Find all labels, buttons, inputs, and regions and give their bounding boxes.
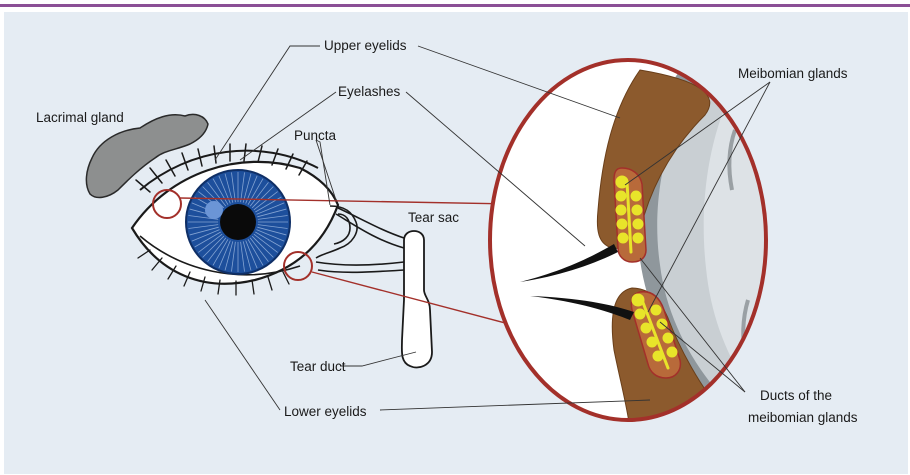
label-tear-sac: Tear sac: [408, 210, 459, 225]
tear-canal-lower: [316, 262, 404, 272]
tear-canal-upper: [336, 208, 404, 248]
label-upper-eyelids: Upper eyelids: [324, 38, 407, 53]
label-ducts-line1: Ducts of the: [760, 388, 832, 403]
eye-highlight: [205, 201, 223, 219]
label-tear-duct: Tear duct: [290, 359, 346, 374]
label-puncta: Puncta: [294, 128, 337, 143]
label-lacrimal-gland: Lacrimal gland: [36, 110, 124, 125]
label-lower-eyelids: Lower eyelids: [284, 404, 367, 419]
label-eyelashes: Eyelashes: [338, 84, 401, 99]
pupil: [220, 204, 256, 240]
label-meibomian-glands: Meibomian glands: [738, 66, 848, 81]
label-ducts-line2: meibomian glands: [748, 410, 858, 425]
